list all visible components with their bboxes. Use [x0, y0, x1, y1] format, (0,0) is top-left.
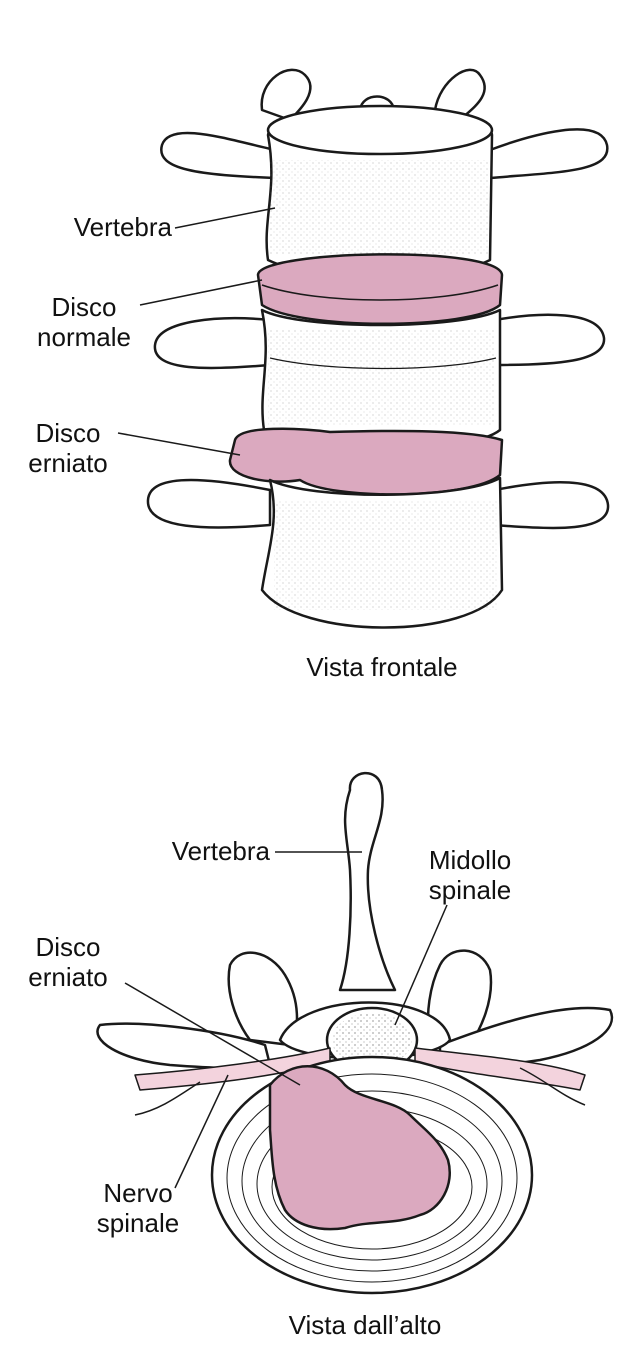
- label-herniated-disc-top: Disco erniato: [18, 932, 118, 992]
- label-spinal-nerve: Nervo spinale: [88, 1178, 188, 1238]
- low-transverse-right: [493, 481, 610, 530]
- herniated-nucleus: [268, 1065, 451, 1231]
- label-herniated-top-line1: Disco: [35, 932, 101, 962]
- vertebra-top-surface: [266, 104, 494, 156]
- spinous-process: [338, 771, 397, 992]
- label-normal-disc-line2: normale: [37, 322, 131, 352]
- right-facet: [426, 949, 493, 1047]
- top-view-diagram: [96, 771, 614, 1295]
- herniated-disc: [228, 427, 504, 496]
- label-spinal-nerve-line2: spinale: [96, 1208, 180, 1238]
- label-herniated-front-line2: erniato: [28, 448, 108, 478]
- normal-disc: [256, 253, 504, 325]
- leader-vertebra-front: [174, 207, 276, 229]
- label-normal-disc-line1: Disco: [51, 292, 117, 322]
- leader-herniated-front: [117, 432, 241, 456]
- low-transverse-left: [146, 478, 272, 529]
- label-spinal-nerve-line1: Nervo: [103, 1178, 173, 1208]
- left-facet: [227, 951, 299, 1047]
- spinal-nerve-right: [414, 1047, 586, 1091]
- leader-nerve-top: [174, 1074, 229, 1189]
- label-spinal-cord-line2: spinale: [428, 875, 512, 905]
- label-herniated-top-line2: erniato: [28, 962, 108, 992]
- top-transverse-left: [160, 131, 277, 180]
- label-vertebra-top: Vertebra: [171, 836, 270, 866]
- label-herniated-disc-front: Disco erniato: [18, 418, 118, 478]
- mid-transverse-left: [153, 317, 272, 370]
- leader-spinal-cord: [394, 904, 448, 1026]
- caption-front-view: Vista frontale: [306, 652, 458, 682]
- caption-top-view: Vista dall’alto: [288, 1310, 442, 1340]
- leader-normal-disc: [139, 279, 263, 306]
- leader-herniated-top: [124, 982, 301, 1086]
- top-facet-left: [260, 68, 312, 122]
- label-spinal-cord-line1: Midollo: [428, 845, 512, 875]
- label-spinal-cord: Midollo spinale: [410, 845, 530, 905]
- top-transverse-right: [488, 128, 609, 180]
- front-view-diagram: [117, 68, 610, 629]
- label-herniated-front-line1: Disco: [35, 418, 101, 448]
- mid-transverse-right: [493, 313, 606, 367]
- label-normal-disc: Disco normale: [28, 292, 140, 352]
- top-facet-right: [433, 68, 486, 122]
- label-vertebra-front: Vertebra: [73, 212, 172, 242]
